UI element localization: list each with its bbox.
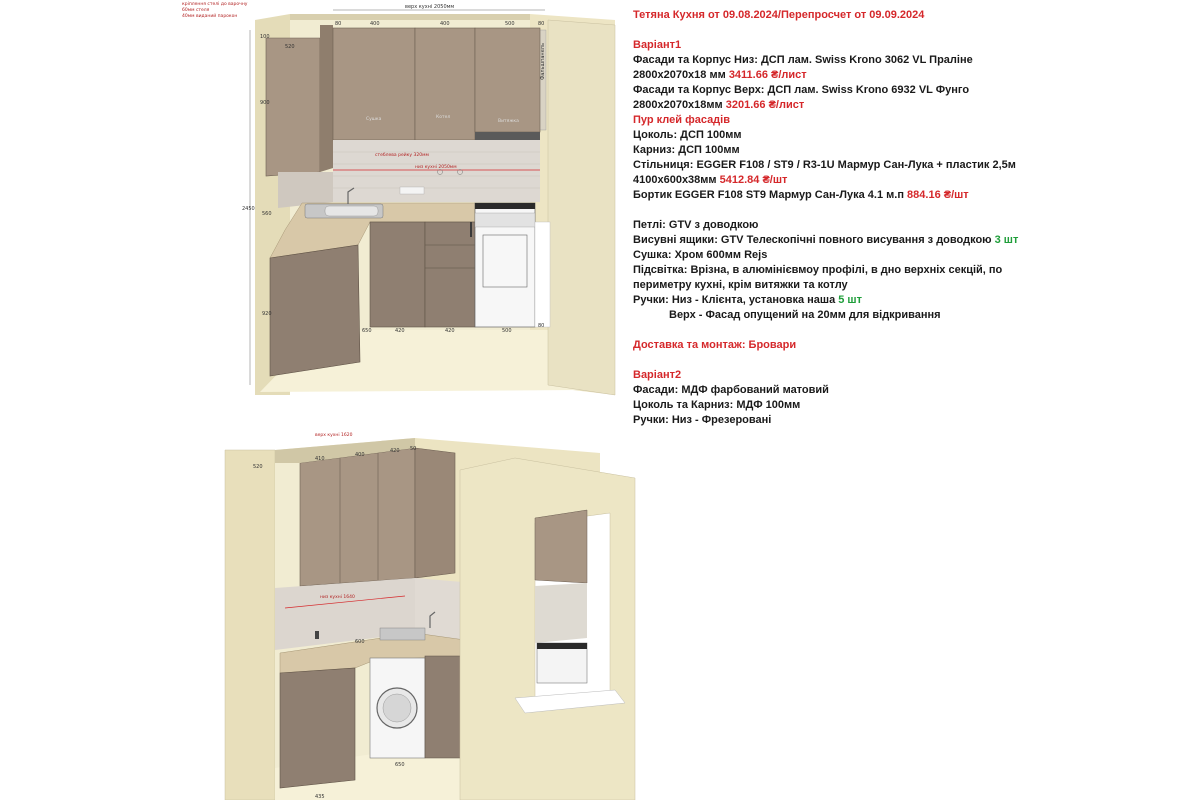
stove xyxy=(536,642,588,684)
spec-line: Фасади: МДФ фарбований матовий xyxy=(633,384,829,396)
spec-sheet: Тетяна Кухня от 09.08.2024/Перепросчет о… xyxy=(633,8,1193,428)
upper-cabinet-2 xyxy=(414,27,476,141)
svg-text:520: 520 xyxy=(253,464,263,470)
spec-line: Цоколь: ДСП 100мм xyxy=(633,129,742,141)
svg-text:100: 100 xyxy=(260,34,270,40)
spec-line: 2800x2070x18 мм 3411.66 ₴/лист xyxy=(633,69,807,81)
spec-line: Ручки: Низ - Фрезеровані xyxy=(633,414,772,426)
variant1-heading: Варіант1 xyxy=(633,39,682,51)
svg-text:520: 520 xyxy=(285,44,295,50)
spec-line: Верх - Фасад опущений на 20мм для відкри… xyxy=(669,309,941,321)
spec-line: Фасади та Корпус Низ: ДСП лам. Swiss Kro… xyxy=(633,54,973,66)
svg-text:435: 435 xyxy=(315,794,325,800)
tall-cabinet xyxy=(265,37,321,177)
spec-line: Фасади та Корпус Верх: ДСП лам. Swiss Kr… xyxy=(633,84,970,96)
svg-text:80: 80 xyxy=(538,323,544,329)
spec-line: 4100x600x38мм 5412.84 ₴/шт xyxy=(633,174,788,186)
note-line: кріплення стелі до варочну xyxy=(182,1,248,7)
variant2-heading: Варіант2 xyxy=(633,369,682,381)
label-side-panel: Фальшпанель xyxy=(540,43,546,80)
base-cabinet-1 xyxy=(369,221,426,328)
spec-line: Карниз: ДСП 100мм xyxy=(633,144,740,156)
count: 5 шт xyxy=(838,294,862,306)
svg-text:80: 80 xyxy=(335,21,341,27)
page-title: Тетяна Кухня от 09.08.2024/Перепросчет о… xyxy=(633,9,925,21)
sink xyxy=(379,627,426,641)
upper-cabinets xyxy=(299,447,416,587)
svg-text:80: 80 xyxy=(538,21,544,27)
left-wall xyxy=(224,449,276,800)
spec-line: Цоколь та Карниз: МДФ 100мм xyxy=(633,399,801,411)
delivery-line: Доставка та монтаж: Бровари xyxy=(633,339,797,351)
svg-text:420: 420 xyxy=(390,448,400,454)
note-line: 40мм виданий парокон xyxy=(182,12,237,19)
svg-text:650: 650 xyxy=(362,328,372,334)
svg-text:420: 420 xyxy=(445,328,455,334)
price: 3411.66 ₴/лист xyxy=(728,69,807,81)
label-boiler: Котел xyxy=(436,114,450,120)
svg-text:600: 600 xyxy=(355,639,365,645)
base-drawers xyxy=(424,221,476,328)
counter-dim: низ кухні 2050мм xyxy=(415,164,457,170)
svg-text:920: 920 xyxy=(262,311,272,317)
base-cabinet xyxy=(424,655,466,759)
upper-cabinet-3 xyxy=(474,27,541,133)
socket-block xyxy=(399,186,425,195)
spec-line: 2800x2070x18мм 3201.66 ₴/лист xyxy=(633,99,805,111)
top-dimension: верх кухні 2050мм xyxy=(405,4,454,10)
spec-line: Стільниця: EGGER F108 / ST9 / R3-1U Марм… xyxy=(633,159,1016,171)
svg-text:400: 400 xyxy=(440,21,450,27)
kitchen-render-top: верх кухні 2050мм 80 400 400 500 80 кріп… xyxy=(182,1,616,396)
top-dimension: верх кухні 1620 xyxy=(315,432,353,438)
faucet xyxy=(429,611,436,628)
corner-base-cabinet xyxy=(269,244,361,377)
partition-wall xyxy=(547,19,616,396)
backsplash xyxy=(333,140,540,202)
price: 3201.66 ₴/лист xyxy=(725,99,805,111)
spec-line: Бортик EGGER F108 ST9 Мармур Сан-Лука 4.… xyxy=(633,189,969,201)
range-hood xyxy=(475,132,540,140)
spec-line: Сушка: Хром 600мм Rejs xyxy=(633,249,768,261)
svg-text:50: 50 xyxy=(410,446,416,452)
svg-text:650: 650 xyxy=(395,762,405,768)
spec-line: Підсвітка: Врізна, в алюмінієвмоу профіл… xyxy=(633,264,1003,276)
svg-text:560: 560 xyxy=(262,211,272,217)
svg-text:2450: 2450 xyxy=(242,206,255,212)
spec-line: Пур клей фасадів xyxy=(633,114,730,126)
kitchen-render-bottom: верх кухні 1620 520 410 400 420 50 низ к… xyxy=(224,432,636,800)
label-dryer: Сушка xyxy=(366,116,382,122)
note-line: 60мм стеля xyxy=(182,7,210,13)
label-hood: Витяжка xyxy=(498,118,519,124)
mid-dimension: низ кухні 1640 xyxy=(320,594,355,600)
svg-text:400: 400 xyxy=(355,452,365,458)
svg-text:400: 400 xyxy=(370,21,380,27)
corner-base-cabinet xyxy=(279,667,356,789)
backsplash-dim: стеблева рейку 320мм xyxy=(375,151,429,158)
count: 3 шт xyxy=(994,234,1019,246)
svg-text:420: 420 xyxy=(395,328,405,334)
svg-text:410: 410 xyxy=(315,456,325,462)
faucet xyxy=(347,187,355,204)
spec-line: Висувні ящики: GTV Телескопічні повного … xyxy=(633,234,1019,246)
svg-text:900: 900 xyxy=(260,100,270,106)
spec-line: Ручки: Низ - Клієнта, установка наша 5 ш… xyxy=(633,294,862,306)
upper-cabinet-1 xyxy=(332,27,416,141)
price: 5412.84 ₴/шт xyxy=(719,174,788,186)
price: 884.16 ₴/шт xyxy=(907,189,969,201)
svg-text:500: 500 xyxy=(505,21,515,27)
spec-line: периметру кухні, крім витяжки та котлу xyxy=(633,279,848,291)
svg-text:500: 500 xyxy=(502,328,512,334)
spec-line: Петлі: GTV з доводкою xyxy=(633,219,759,231)
